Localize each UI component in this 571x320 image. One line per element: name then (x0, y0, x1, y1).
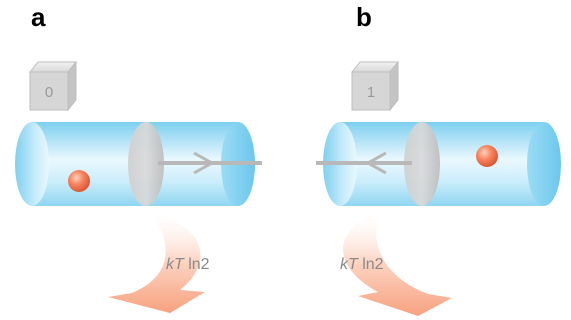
energy-label-a: kT ln2 (166, 256, 210, 273)
bit-value-b: 1 (367, 84, 375, 101)
particle-b (476, 145, 498, 167)
energy-label-b: kT ln2 (340, 256, 384, 273)
particle-a (68, 170, 90, 192)
bit-cube-0: 0 (28, 60, 78, 112)
panel-b: 1 kT ln2 (316, 60, 561, 316)
panel-a: 0 kT ln2 (15, 60, 262, 313)
heat-arrow-b (342, 212, 452, 316)
piston-a (128, 122, 164, 206)
bit-value-a: 0 (45, 84, 53, 101)
panel-label-a: a (31, 2, 46, 32)
piston-rod-b (316, 151, 412, 175)
heat-arrow-a (108, 212, 205, 313)
piston-rod-a (158, 151, 262, 175)
bit-cube-1: 1 (350, 60, 400, 112)
panel-label-b: b (356, 2, 372, 32)
piston-b (404, 122, 440, 206)
